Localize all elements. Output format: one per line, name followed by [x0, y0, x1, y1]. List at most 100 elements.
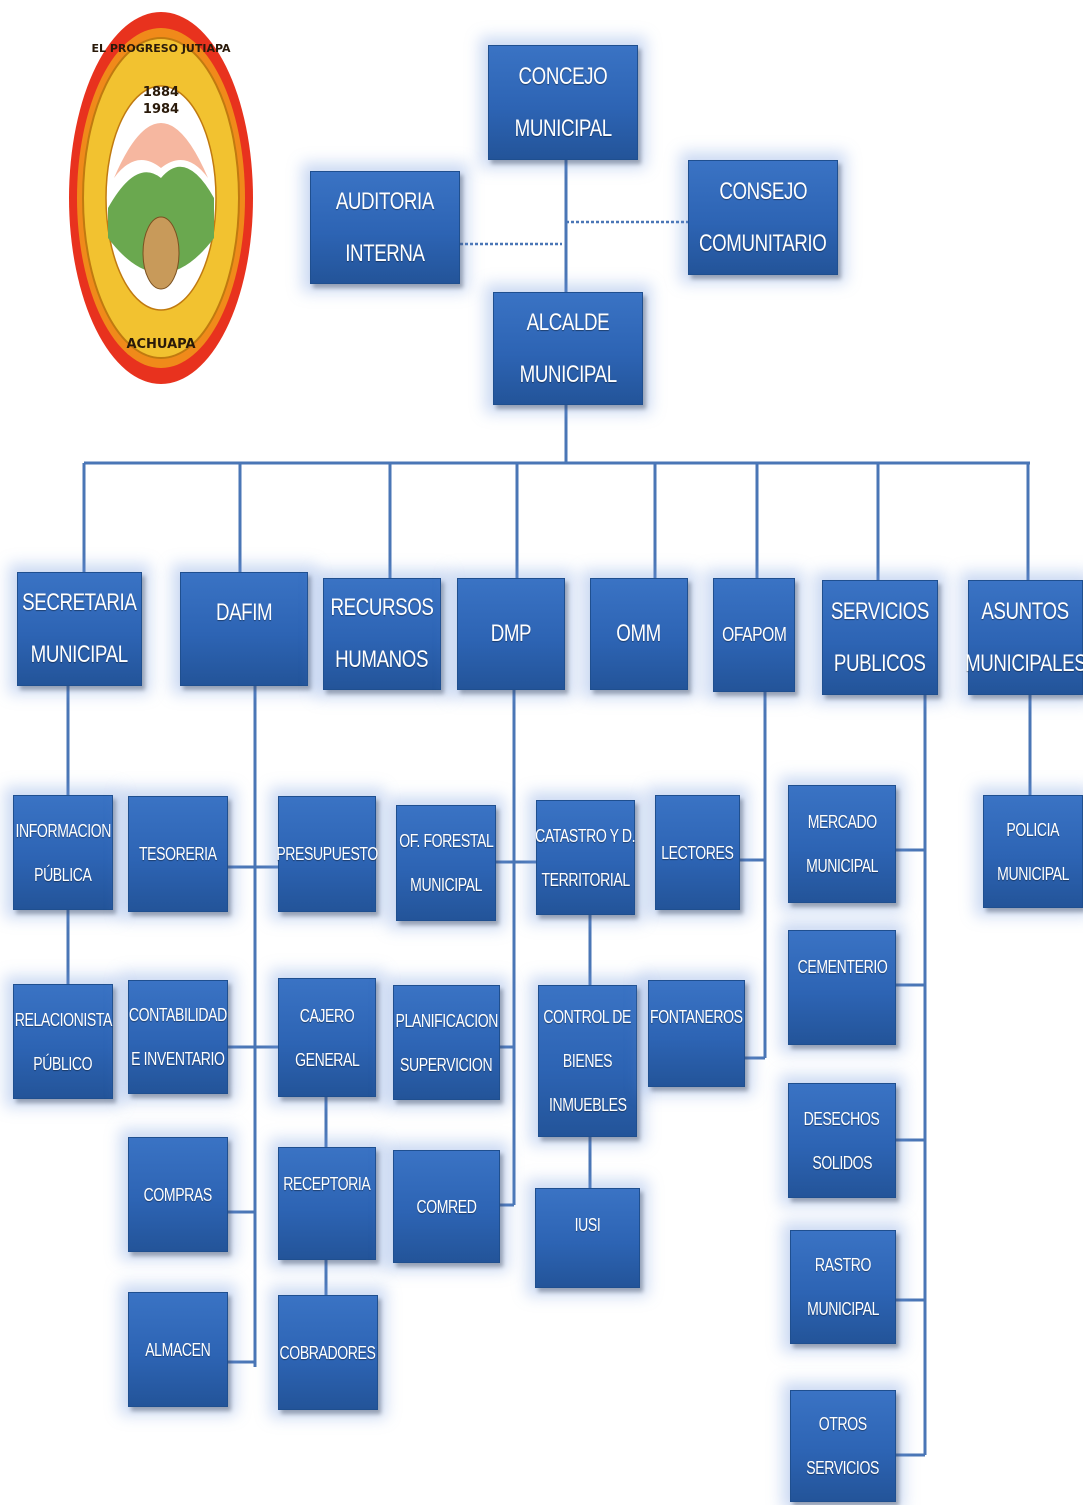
- node-concejo-municipal: CONCEJO MUNICIPAL: [488, 45, 638, 160]
- node-label-line: COMPRAS: [143, 1184, 213, 1205]
- seal-year-1884: 1884: [143, 85, 179, 100]
- node-label-line: HUMANOS: [335, 646, 429, 673]
- seal-year-1984: 1984: [143, 102, 179, 117]
- node-label-line: GENERAL: [294, 1049, 360, 1070]
- node-comred: COMRED: [393, 1150, 500, 1263]
- node-tesoreria: TESORERIA: [128, 796, 228, 912]
- node-label-line: CONSEJO: [719, 177, 807, 205]
- node-label-line: SECRETARIA: [22, 589, 137, 616]
- node-label-line: TERRITORIAL: [541, 869, 630, 890]
- node-label-line: MUNICIPAL: [30, 641, 129, 668]
- node-label-line: RECEPTORIA: [283, 1174, 371, 1194]
- node-label-line: E INVENTARIO: [131, 1049, 225, 1069]
- node-catastro-territorial: CATASTRO Y D. TERRITORIAL: [535, 800, 636, 915]
- node-ofapom: OFAPOM: [713, 578, 795, 692]
- node-label-line: SOLIDOS: [812, 1152, 872, 1173]
- node-presupuesto: PRESUPUESTO: [276, 796, 378, 912]
- node-label-line: CEMENTERIO: [797, 957, 887, 977]
- node-label-line: ALCALDE: [526, 308, 610, 336]
- node-mercado-municipal: MERCADO MUNICIPAL: [788, 785, 896, 903]
- node-label-line: RECURSOS: [330, 594, 434, 621]
- node-asuntos-municipales: ASUNTOS MUNICIPALES: [964, 580, 1083, 695]
- seal-text-top: EL PROGRESO JUTIAPA: [91, 42, 231, 55]
- node-label-line: MUNICIPAL: [806, 856, 878, 876]
- node-informacion-publica: INFORMACION PÚBLICA: [13, 795, 113, 910]
- node-label-line: MUNICIPAL: [519, 360, 617, 388]
- node-control-bienes-inmuebles: CONTROL DE BIENES INMUEBLES: [538, 985, 637, 1137]
- node-label-line: RELACIONISTA: [14, 1009, 112, 1030]
- node-label-line: TESORERIA: [139, 844, 217, 864]
- node-alcalde-municipal: ALCALDE MUNICIPAL: [493, 292, 643, 405]
- node-cementerio: CEMENTERIO: [788, 930, 896, 1045]
- node-label-line: ALMACEN: [145, 1339, 211, 1360]
- node-label-line: PRESUPUESTO: [276, 844, 378, 864]
- node-label-line: SERVICIOS: [830, 597, 930, 625]
- node-recursos-humanos: RECURSOS HUMANOS: [323, 578, 441, 690]
- node-label-line: CATASTRO Y D.: [535, 825, 636, 846]
- node-label-line: MERCADO: [807, 812, 877, 832]
- node-receptoria: RECEPTORIA: [278, 1147, 376, 1260]
- node-label-line: OTROS: [819, 1414, 867, 1434]
- node-label-line: BIENES: [562, 1051, 613, 1071]
- node-label-line: DAFIM: [215, 599, 273, 626]
- node-consejo-comunitario: CONSEJO COMUNITARIO: [688, 160, 838, 275]
- node-label-line: INMUEBLES: [548, 1095, 627, 1115]
- node-label-line: CONTABILIDAD: [128, 1005, 228, 1025]
- node-desechos-solidos: DESECHOS SOLIDOS: [788, 1083, 896, 1198]
- seal-text-bottom: ACHUAPA: [126, 337, 195, 352]
- node-dafim: DAFIM: [180, 572, 308, 686]
- node-label-line: INTERNA: [345, 239, 425, 267]
- node-lectores: LECTORES: [655, 795, 740, 910]
- node-label-line: DESECHOS: [804, 1108, 880, 1129]
- node-label-line: MUNICIPAL: [514, 114, 612, 142]
- node-label-line: INFORMACION: [15, 820, 111, 841]
- seal-sky: [114, 123, 208, 178]
- node-label-line: PÚBLICO: [33, 1053, 93, 1074]
- node-label-line: PLANIFICACION: [395, 1010, 498, 1031]
- node-fontaneros: FONTANEROS: [648, 980, 745, 1087]
- node-contabilidad-inventario: CONTABILIDAD E INVENTARIO: [128, 980, 228, 1094]
- node-rastro-municipal: RASTRO MUNICIPAL: [790, 1230, 896, 1344]
- node-auditoria-interna: AUDITORIA INTERNA: [310, 171, 460, 284]
- node-label-line: RASTRO: [814, 1255, 872, 1275]
- node-label-line: MUNICIPALES: [964, 649, 1083, 677]
- node-cobradores: COBRADORES: [278, 1295, 378, 1410]
- node-label-line: MUNICIPAL: [410, 875, 482, 895]
- node-otros-servicios: OTROS SERVICIOS: [790, 1390, 896, 1502]
- node-label-line: MUNICIPAL: [807, 1299, 879, 1319]
- node-label-line: ASUNTOS: [981, 597, 1070, 625]
- node-label-line: SUPERVICION: [400, 1054, 493, 1075]
- municipal-seal-logo: 1884 1984 EL PROGRESO JUTIAPA ACHUAPA: [69, 12, 253, 384]
- seal-shield: [142, 216, 180, 290]
- node-secretaria-municipal: SECRETARIA MUNICIPAL: [17, 572, 142, 686]
- node-label-line: MUNICIPAL: [997, 863, 1069, 884]
- node-label-line: LECTORES: [661, 842, 734, 863]
- node-planificacion-supervicion: PLANIFICACION SUPERVICION: [393, 985, 500, 1100]
- node-almacen: ALMACEN: [128, 1292, 228, 1407]
- node-label-line: COBRADORES: [280, 1342, 376, 1363]
- node-label-line: AUDITORIA: [335, 187, 435, 215]
- node-relacionista-publico: RELACIONISTA PÚBLICO: [13, 984, 113, 1099]
- node-label-line: COMRED: [416, 1196, 477, 1217]
- node-label-line: DMP: [490, 620, 532, 647]
- node-dmp: DMP: [457, 578, 565, 690]
- node-label-line: COMUNITARIO: [699, 229, 827, 257]
- node-label-line: PÚBLICA: [34, 864, 92, 885]
- node-label-line: FONTANEROS: [650, 1007, 743, 1027]
- node-compras: COMPRAS: [128, 1137, 228, 1252]
- node-label-line: OF. FORESTAL: [398, 831, 494, 851]
- node-of-forestal-municipal: OF. FORESTAL MUNICIPAL: [396, 805, 496, 921]
- node-label-line: OFAPOM: [721, 624, 787, 646]
- node-label-line: SERVICIOS: [806, 1458, 880, 1478]
- node-label-line: CONTROL DE: [543, 1007, 632, 1027]
- node-iusi: IUSI: [535, 1188, 640, 1288]
- node-label-line: OMM: [616, 620, 662, 647]
- node-omm: OMM: [590, 578, 688, 690]
- node-label-line: CONCEJO: [518, 62, 608, 90]
- node-label-line: IUSI: [574, 1215, 601, 1235]
